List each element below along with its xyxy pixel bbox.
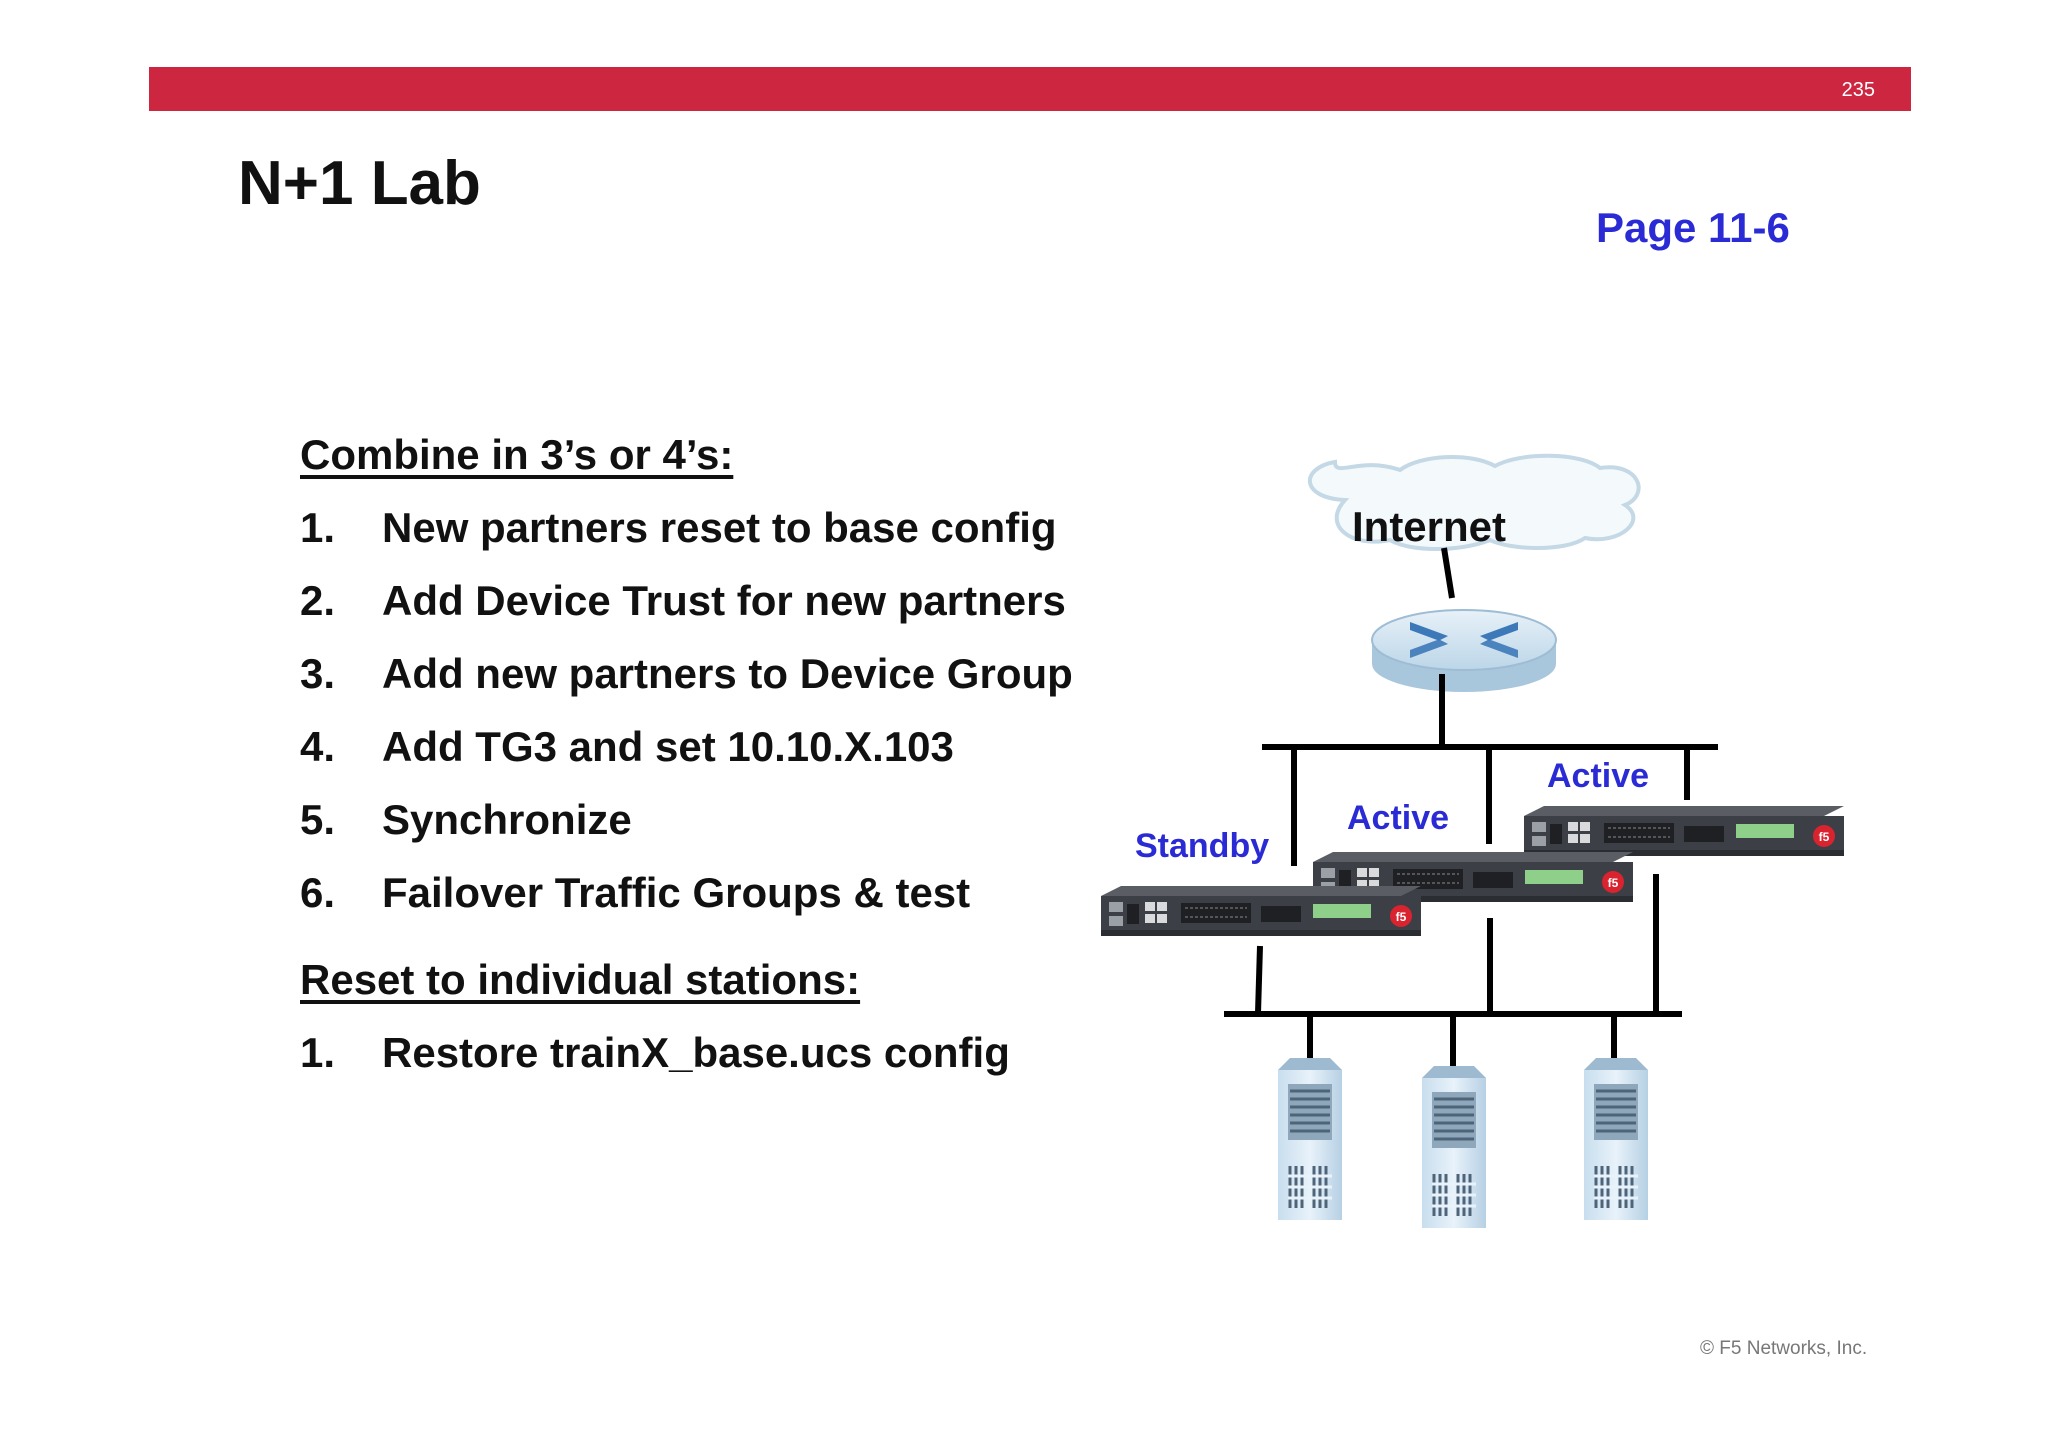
step-text: Restore trainX_base.ucs config xyxy=(382,1029,1010,1076)
combine-heading: Combine in 3’s or 4’s: xyxy=(300,431,734,478)
active-label: Active xyxy=(1547,757,1649,795)
page-reference: Page 11-6 xyxy=(1596,204,1790,251)
reset-step: 1. Restore trainX_base.ucs config xyxy=(300,1016,1100,1089)
combine-step: 4. Add TG3 and set 10.10.X.103 xyxy=(300,710,1100,783)
internet-link xyxy=(1441,547,1455,599)
active-label: Active xyxy=(1347,799,1449,837)
combine-step: 5. Synchronize xyxy=(300,783,1100,856)
standby-label: Standby xyxy=(1135,827,1269,865)
reset-heading: Reset to individual stations: xyxy=(300,956,861,1003)
step-text: New partners reset to base config xyxy=(382,504,1057,551)
copyright: © F5 Networks, Inc. xyxy=(1700,1338,1868,1359)
step-text: Failover Traffic Groups & test xyxy=(382,869,971,916)
internet-label: Internet xyxy=(1352,503,1506,550)
step-number: 4. xyxy=(300,723,336,770)
step-number: 5. xyxy=(300,796,336,843)
top-bar: 235 xyxy=(149,67,1911,111)
step-text: Synchronize xyxy=(382,796,632,843)
combine-step: 2. Add Device Trust for new partners xyxy=(300,564,1100,637)
cloud-icon xyxy=(1307,453,1641,551)
step-number: 3. xyxy=(300,650,336,697)
step-text: Add TG3 and set 10.10.X.103 xyxy=(382,723,954,770)
slide-title: N+1 Lab xyxy=(238,149,481,218)
combine-step: 6. Failover Traffic Groups & test xyxy=(300,856,1100,929)
server-icon xyxy=(1420,1064,1488,1230)
server-icon xyxy=(1276,1056,1344,1222)
router-icon xyxy=(1371,609,1557,692)
step-number: 6. xyxy=(300,869,336,916)
step-text: Add new partners to Device Group xyxy=(382,650,1073,697)
slide-number: 235 xyxy=(1841,79,1875,101)
step-text: Add Device Trust for new partners xyxy=(382,577,1066,624)
instructions: Combine in 3’s or 4’s: 1. New partners re… xyxy=(300,418,1100,1089)
step-number: 1. xyxy=(300,1029,336,1076)
combine-step: 1. New partners reset to base config xyxy=(300,491,1100,564)
server-icon xyxy=(1582,1056,1650,1222)
combine-step: 3. Add new partners to Device Group xyxy=(300,637,1100,710)
step-number: 1. xyxy=(300,504,336,551)
standby-downlink xyxy=(1255,945,1263,1014)
bigip-appliance-icon xyxy=(1523,805,1845,857)
step-number: 2. xyxy=(300,577,336,624)
bigip-appliance-icon xyxy=(1100,885,1422,937)
